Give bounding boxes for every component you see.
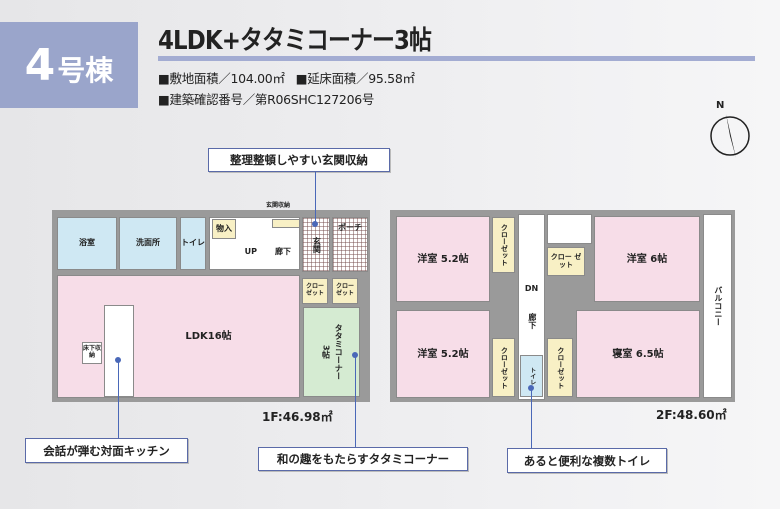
closet-1f-1: クロー ゼット	[302, 278, 328, 304]
permit-number: ■建築確認番号／第R06SHC127206号	[158, 92, 375, 107]
tatami-size: 3帖	[321, 345, 331, 359]
callout-line	[315, 172, 316, 224]
site-area: ■敷地面積／104.00㎡	[158, 71, 285, 86]
room-washroom: 洗面所	[119, 217, 177, 270]
entry-storage	[272, 219, 300, 228]
callout-toilets: あると便利な複数トイレ	[507, 448, 667, 473]
floor1-area: 1F:46.98㎡	[262, 410, 333, 424]
building-badge: 4 号棟	[0, 22, 138, 108]
compass-north-label: N	[716, 100, 725, 111]
room-western-2: 洋室 6帖	[594, 216, 700, 302]
closet-2f-c: クローゼット	[492, 338, 515, 397]
callout-dot	[115, 357, 121, 363]
balcony: バルコニー	[703, 214, 732, 398]
room-tatami: 3帖 タタミコーナー	[303, 307, 360, 397]
building-number: 4	[24, 39, 56, 91]
callout-line	[355, 355, 356, 447]
closet-2f-d: クローゼット	[547, 338, 573, 397]
floor2-area: 2F:48.60㎡	[656, 408, 727, 422]
callout-dot	[312, 221, 318, 227]
title-underline	[158, 56, 755, 61]
room-ldk: LDK16帖	[57, 275, 300, 398]
room-toilet: トイレ	[180, 217, 206, 270]
kitchen-counter	[104, 305, 134, 397]
callout-kitchen: 会話が弾む対面キッチン	[25, 438, 188, 463]
page-title: 4LDK+タタミコーナー3帖	[158, 26, 432, 56]
area-info: ■敷地面積／104.00㎡ ■延床面積／95.58㎡	[158, 68, 415, 87]
callout-line	[118, 360, 119, 438]
hall-label: 廊下	[275, 247, 291, 257]
room-bath: 浴室	[57, 217, 117, 270]
tatami-label: タタミコーナー	[334, 324, 344, 380]
room-porch: ポーチ	[332, 217, 368, 272]
stairs-2f	[547, 214, 592, 244]
closet-2f-b: クロー ゼット	[547, 247, 585, 276]
entry-storage-label: 玄関収納	[266, 202, 291, 209]
room-toilet-2f: トイレ	[520, 355, 543, 397]
stairs-down-label: DN	[524, 283, 539, 293]
callout-line	[531, 388, 532, 448]
closet-1f-2: クロー ゼット	[332, 278, 358, 304]
underfloor-storage: 床下収納	[82, 342, 102, 364]
callout-dot	[528, 385, 534, 391]
compass-icon: N	[706, 100, 756, 160]
closet-2f-a: クローゼット	[492, 217, 515, 273]
callout-tatami: 和の趣をもたらすタタミコーナー	[258, 447, 468, 471]
room-western-1: 洋室 5.2帖	[396, 216, 490, 302]
room-storage: 物入	[212, 219, 236, 239]
building-suffix: 号棟	[57, 54, 114, 87]
floor-area: ■延床面積／95.58㎡	[295, 71, 415, 86]
stairs-up-label: UP	[244, 247, 257, 257]
callout-dot	[352, 352, 358, 358]
callout-entry-storage: 整理整頓しやすい玄関収納	[208, 148, 390, 172]
room-bedroom: 寝室 6.5帖	[576, 310, 700, 398]
hall-2f-label: 廊下	[527, 313, 537, 330]
room-western-3: 洋室 5.2帖	[396, 310, 490, 398]
